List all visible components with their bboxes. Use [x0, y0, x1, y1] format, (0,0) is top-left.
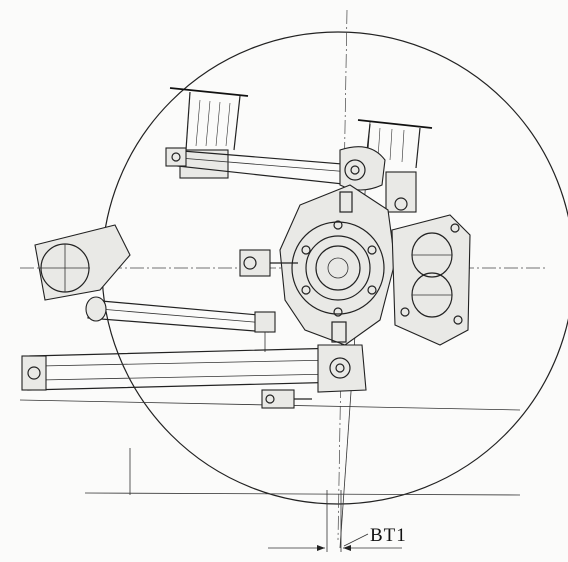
upper-mount-bracket-right	[357, 119, 433, 213]
ground-reference-line-lower	[84, 492, 521, 496]
lower-control-arm	[21, 344, 367, 393]
upper-mount-bracket-left	[169, 87, 249, 179]
bt1-dimension	[268, 490, 402, 552]
brake-caliper	[391, 214, 471, 346]
tie-rod-end	[239, 249, 298, 277]
steering-knuckle	[279, 184, 396, 346]
stabilizer-link-bracket	[261, 389, 312, 409]
steering-rack-housing	[34, 224, 131, 301]
upper-control-arm	[165, 146, 386, 191]
dimension-label: BT1	[370, 525, 407, 546]
toe-link-arm	[85, 296, 276, 352]
